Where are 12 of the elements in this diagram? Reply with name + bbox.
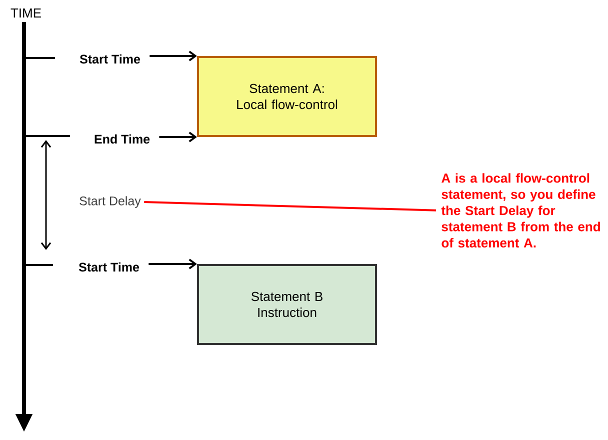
- leader-line: [144, 201, 436, 212]
- time-label: End Time: [94, 134, 150, 144]
- note-text: A is a local flow-control statement, so you define the Start Delay for statement B from the end of statement A.: [441, 173, 600, 248]
- arrow: [148, 258, 197, 270]
- arrow: [150, 50, 197, 62]
- time-label: Start Time: [78, 262, 140, 272]
- time-label: Start Time: [80, 54, 140, 64]
- statement-box: Statement B Instruction: [197, 264, 377, 345]
- statement-box: Statement A: Local flow-control: [197, 56, 377, 137]
- arrow: [159, 132, 197, 142]
- axis-title: TIME: [10, 8, 41, 18]
- delay-label: Start Delay: [80, 196, 141, 208]
